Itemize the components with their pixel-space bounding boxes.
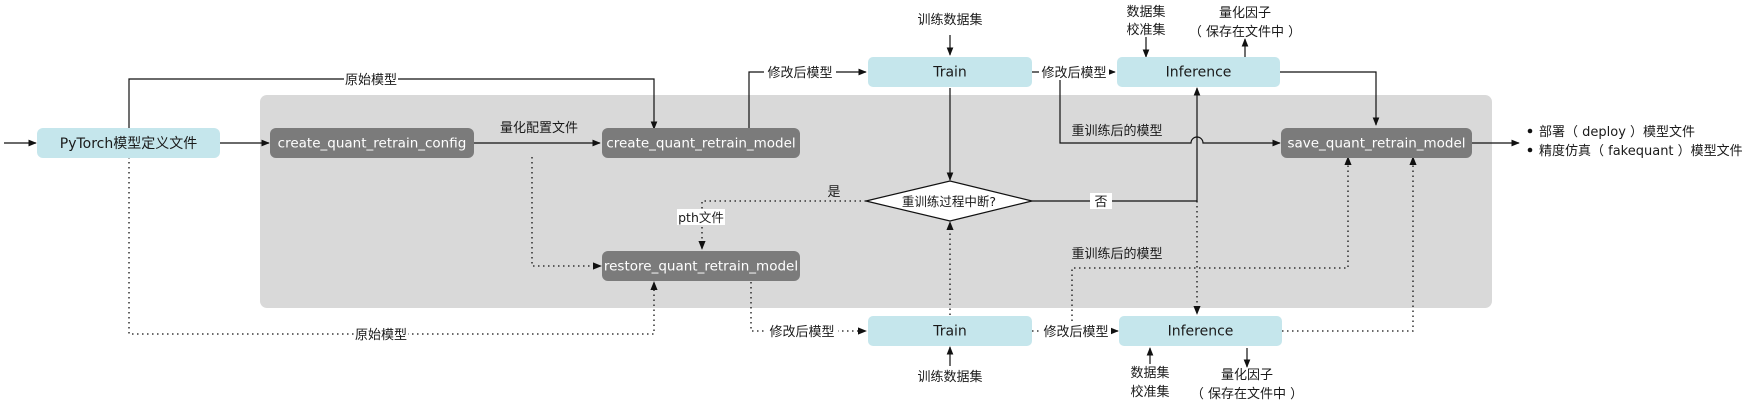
output-bullet-2 <box>1527 147 1533 153</box>
yes-label: 是 <box>827 185 840 200</box>
save-model-label: save_quant_retrain_model <box>1287 136 1465 152</box>
edge-decision-yes <box>698 200 866 250</box>
output-bullet-1 <box>1527 128 1533 134</box>
calib-set-top-label: 校准集 <box>1126 22 1165 38</box>
quant-config-file-label: 量化配置文件 <box>500 121 578 136</box>
edge-config-restore <box>531 157 602 270</box>
create-config-node: create_quant_retrain_config <box>270 128 474 158</box>
original-model-bottom-label: 原始模型 <box>355 328 407 343</box>
edge-inference-save-top <box>1280 71 1380 126</box>
inference-bottom-label: Inference <box>1168 324 1234 340</box>
modified-model-bottom2-label: 修改后模型 <box>1043 325 1108 340</box>
quant-factor-top-label: 量化因子 <box>1219 6 1271 21</box>
inference-top-label: Inference <box>1166 65 1232 81</box>
quant-factor-bottom-label: 量化因子 <box>1221 368 1273 383</box>
dataset-bottom-label: 数据集 <box>1130 365 1169 381</box>
train-top-label: Train <box>932 65 967 81</box>
modified-model-top2-label: 修改后模型 <box>1041 66 1106 81</box>
retrained-model-bottom-label: 重训练后的模型 <box>1071 246 1162 262</box>
restore-model-node: restore_quant_retrain_model <box>602 251 800 281</box>
create-model-node: create_quant_retrain_model <box>602 128 800 158</box>
edge-retrained-save-bottom <box>1071 156 1352 331</box>
inference-bottom-node: Inference <box>1119 316 1282 346</box>
edge-retrained-save-top <box>1059 72 1281 147</box>
create-model-label: create_quant_retrain_model <box>606 136 795 152</box>
decision-label: 重训练过程中断? <box>902 194 996 209</box>
decision-node: 重训练过程中断? <box>865 180 1033 222</box>
pth-file-label: pth文件 <box>678 210 724 225</box>
pytorch-model-node: PyTorch模型定义文件 <box>37 128 220 158</box>
edge-inference-save-bottom <box>1282 156 1417 332</box>
create-config-label: create_quant_retrain_config <box>278 136 467 152</box>
save-model-node: save_quant_retrain_model <box>1281 128 1472 158</box>
output-deploy-label: 部署（ deploy ）模型文件 <box>1539 125 1695 140</box>
restore-model-label: restore_quant_retrain_model <box>604 259 798 275</box>
output-fakequant-label: 精度仿真（ fakequant ）模型文件 <box>1539 143 1743 159</box>
calib-set-bottom-label: 校准集 <box>1130 384 1169 400</box>
train-top-node: Train <box>868 57 1032 87</box>
no-label: 否 <box>1094 195 1107 210</box>
train-bottom-label: Train <box>932 324 967 340</box>
dataset-top-label: 数据集 <box>1126 4 1165 20</box>
original-model-top-label: 原始模型 <box>345 73 397 88</box>
inference-top-node: Inference <box>1117 57 1280 87</box>
train-dataset-top-label: 训练数据集 <box>917 12 982 28</box>
train-bottom-node: Train <box>868 316 1032 346</box>
save-in-file-bottom-label: （ 保存在文件中 ） <box>1191 387 1303 402</box>
retrained-model-top-label: 重训练后的模型 <box>1071 123 1162 139</box>
modified-model-top-label: 修改后模型 <box>767 66 832 81</box>
save-in-file-top-label: （ 保存在文件中 ） <box>1189 25 1301 40</box>
train-dataset-bottom-label: 训练数据集 <box>917 369 982 385</box>
modified-model-bottom-label: 修改后模型 <box>769 325 834 340</box>
pytorch-model-label: PyTorch模型定义文件 <box>60 136 197 152</box>
